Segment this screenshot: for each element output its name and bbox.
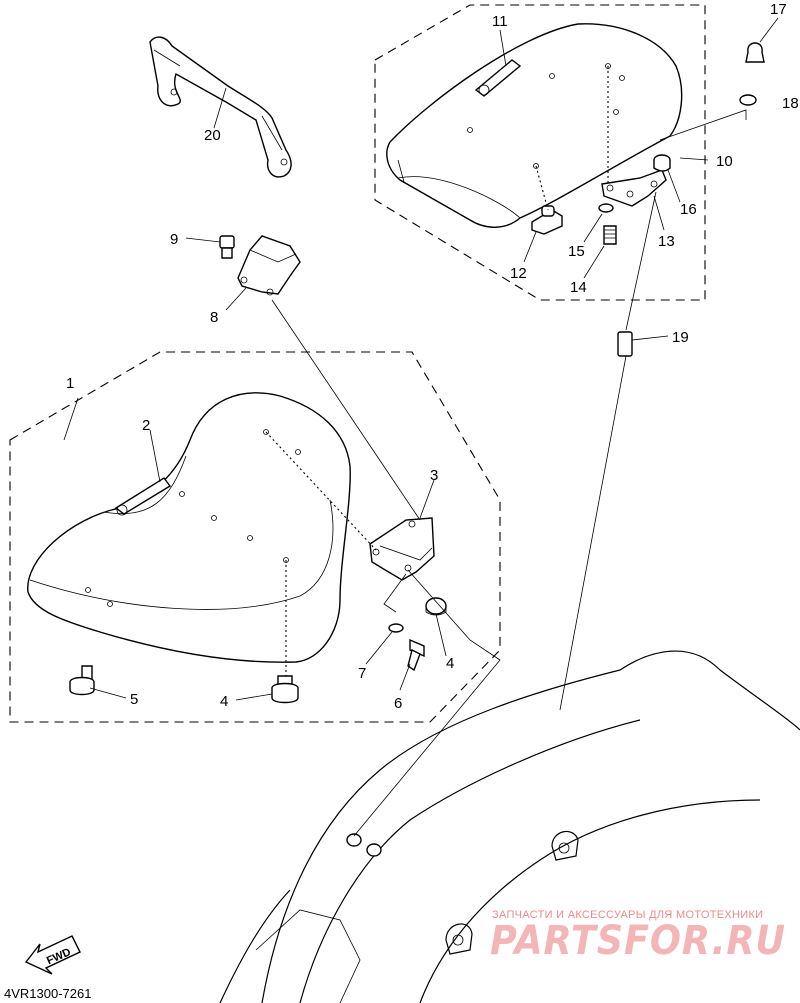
group-10-outline	[374, 4, 706, 301]
assembly-line	[659, 109, 747, 141]
seat-bracket-3-part	[369, 517, 435, 581]
passenger-seat-part	[386, 23, 683, 228]
bracket-8-part	[237, 235, 301, 296]
washer-18-part	[739, 94, 757, 106]
watermark-caption: ЗАПЧАСТИ И АКСЕССУАРЫ ДЛЯ МОТОТЕХНИКИ	[492, 909, 763, 921]
callout-15: 15	[568, 243, 585, 260]
diagram-code: 4VR1300-7261	[4, 986, 91, 1001]
callout-12: 12	[510, 265, 527, 282]
washer-15-part	[598, 203, 614, 213]
watermark-brand: PARTSFOR.RU	[490, 918, 786, 964]
callout-8: 8	[210, 309, 218, 326]
clip-part	[531, 205, 563, 235]
assembly-line	[383, 573, 407, 613]
callout-10: 10	[716, 153, 733, 170]
washer-7-part	[388, 623, 404, 633]
callout-1: 1	[66, 375, 74, 392]
callout-4-lower: 4	[220, 693, 228, 710]
bolt-14-part	[603, 225, 617, 245]
bolt-6-part	[407, 638, 425, 672]
rear-bracket-part	[601, 169, 667, 207]
collar-19-part	[617, 331, 633, 357]
assembly-line	[353, 569, 501, 837]
callout-18: 18	[782, 95, 799, 112]
callout-16: 16	[680, 201, 697, 218]
callout-9: 9	[170, 231, 178, 248]
callout-4-right: 4	[446, 655, 454, 672]
callout-11: 11	[492, 13, 508, 30]
callout-7: 7	[358, 665, 366, 682]
grab-bar-part	[149, 36, 292, 178]
fwd-arrow-icon: FWD	[24, 935, 81, 975]
assembly-line	[559, 191, 657, 711]
callout-20: 20	[204, 127, 221, 144]
acorn-nut-17-part	[745, 42, 765, 63]
callout-3: 3	[430, 467, 438, 484]
callout-14: 14	[570, 279, 587, 296]
rider-seat-part	[27, 392, 351, 663]
grommets-part	[346, 833, 382, 857]
callout-13: 13	[658, 233, 675, 250]
assembly-line	[271, 299, 421, 521]
damper-16-part	[653, 154, 671, 172]
rear-fender-outline	[219, 650, 800, 1003]
assembly-line	[265, 431, 377, 551]
callout-19: 19	[672, 329, 689, 346]
group-1-outline	[9, 351, 501, 723]
callout-6: 6	[394, 695, 402, 712]
seat-damper-5-part	[69, 665, 95, 696]
bolt-9-part	[219, 235, 235, 259]
leader-lines	[63, 17, 779, 701]
callout-17: 17	[770, 1, 787, 18]
seat-damper-4-lower-part	[271, 675, 299, 704]
seat-damper-4-right-part	[425, 597, 447, 616]
callout-2: 2	[142, 417, 150, 434]
callout-5: 5	[130, 691, 138, 708]
